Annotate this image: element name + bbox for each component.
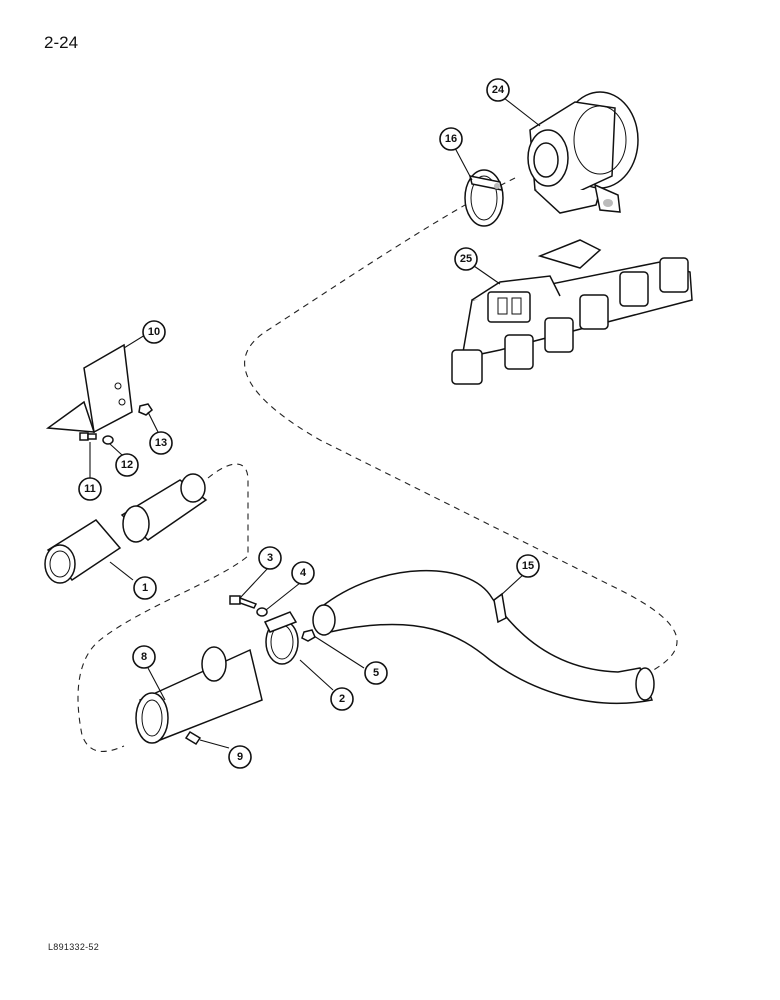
leader-lines — [89, 97, 541, 749]
figure-code: L891332-52 — [48, 942, 100, 952]
clamp-bolt-part — [229, 595, 258, 609]
callout-24: 24 — [486, 78, 510, 102]
svg-text:9: 9 — [237, 751, 243, 763]
callout-16: 16 — [439, 127, 463, 151]
v-band-clamp-part — [464, 169, 504, 227]
callout-13: 13 — [149, 431, 173, 455]
svg-text:12: 12 — [121, 459, 133, 471]
callout-5: 5 — [364, 661, 388, 685]
exhaust-manifold-part — [451, 239, 693, 385]
callout-8: 8 — [132, 645, 156, 669]
callout-4: 4 — [291, 561, 315, 585]
svg-text:2: 2 — [339, 693, 345, 705]
callout-9: 9 — [228, 745, 252, 769]
muffler-sleeve-lower-part — [44, 519, 122, 584]
exhaust-pipe-part — [312, 569, 655, 705]
callout-15: 15 — [516, 554, 540, 578]
bracket-bolt-part — [79, 432, 97, 441]
dashed-route-turbo-to-pipe — [244, 177, 678, 673]
svg-text:13: 13 — [155, 437, 167, 449]
clamp-washer-part — [256, 607, 268, 617]
bracket-washer-part — [102, 435, 114, 445]
svg-text:5: 5 — [373, 667, 379, 679]
svg-text:1: 1 — [142, 582, 148, 594]
svg-text:3: 3 — [267, 552, 273, 564]
callout-11: 11 — [78, 477, 102, 501]
sleeve-screw-part — [184, 730, 202, 746]
svg-text:11: 11 — [84, 483, 96, 495]
turbocharger-part — [527, 91, 639, 214]
muffler-clamp-sleeve-part — [135, 646, 263, 744]
svg-text:24: 24 — [492, 84, 505, 96]
callout-3: 3 — [258, 546, 282, 570]
callout-10: 10 — [142, 320, 166, 344]
svg-text:8: 8 — [141, 651, 147, 663]
dashed-outline-muffler-group — [77, 463, 249, 752]
callout-25: 25 — [454, 247, 478, 271]
bracket-part — [45, 343, 133, 434]
page-number: 2-24 — [44, 33, 79, 52]
callout-1: 1 — [133, 576, 157, 600]
callout-2: 2 — [330, 687, 354, 711]
svg-text:4: 4 — [300, 567, 307, 579]
callout-12: 12 — [115, 453, 139, 477]
clamp-nut-part — [301, 629, 316, 642]
svg-text:25: 25 — [460, 253, 472, 265]
pipe-clamp-part — [263, 611, 299, 665]
muffler-sleeve-upper-part — [120, 473, 208, 543]
svg-text:15: 15 — [522, 560, 534, 572]
svg-text:10: 10 — [148, 326, 160, 338]
bracket-nut-part — [138, 403, 153, 416]
svg-text:16: 16 — [445, 133, 457, 145]
